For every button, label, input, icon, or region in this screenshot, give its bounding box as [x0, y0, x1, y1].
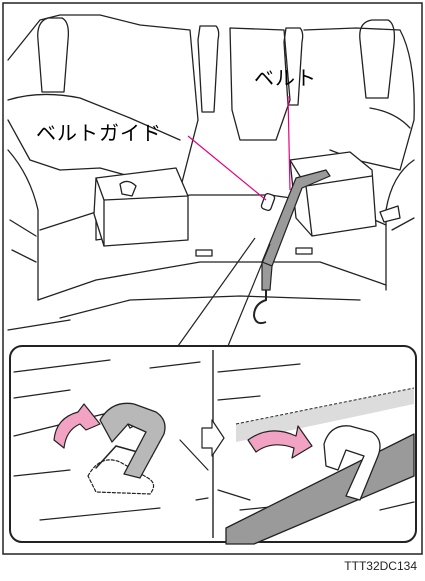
label-belt-guide: ベルトガイド [36, 123, 162, 143]
headrest-right [360, 20, 395, 98]
headrest-left [38, 18, 69, 92]
luggage-box-right [290, 152, 376, 236]
figure-code: TTT32DC134 [344, 560, 417, 572]
label-belt: ベルト [254, 68, 317, 88]
belt-strap-end [262, 262, 272, 290]
detail-inset [10, 346, 416, 544]
luggage-box-left [94, 168, 188, 246]
